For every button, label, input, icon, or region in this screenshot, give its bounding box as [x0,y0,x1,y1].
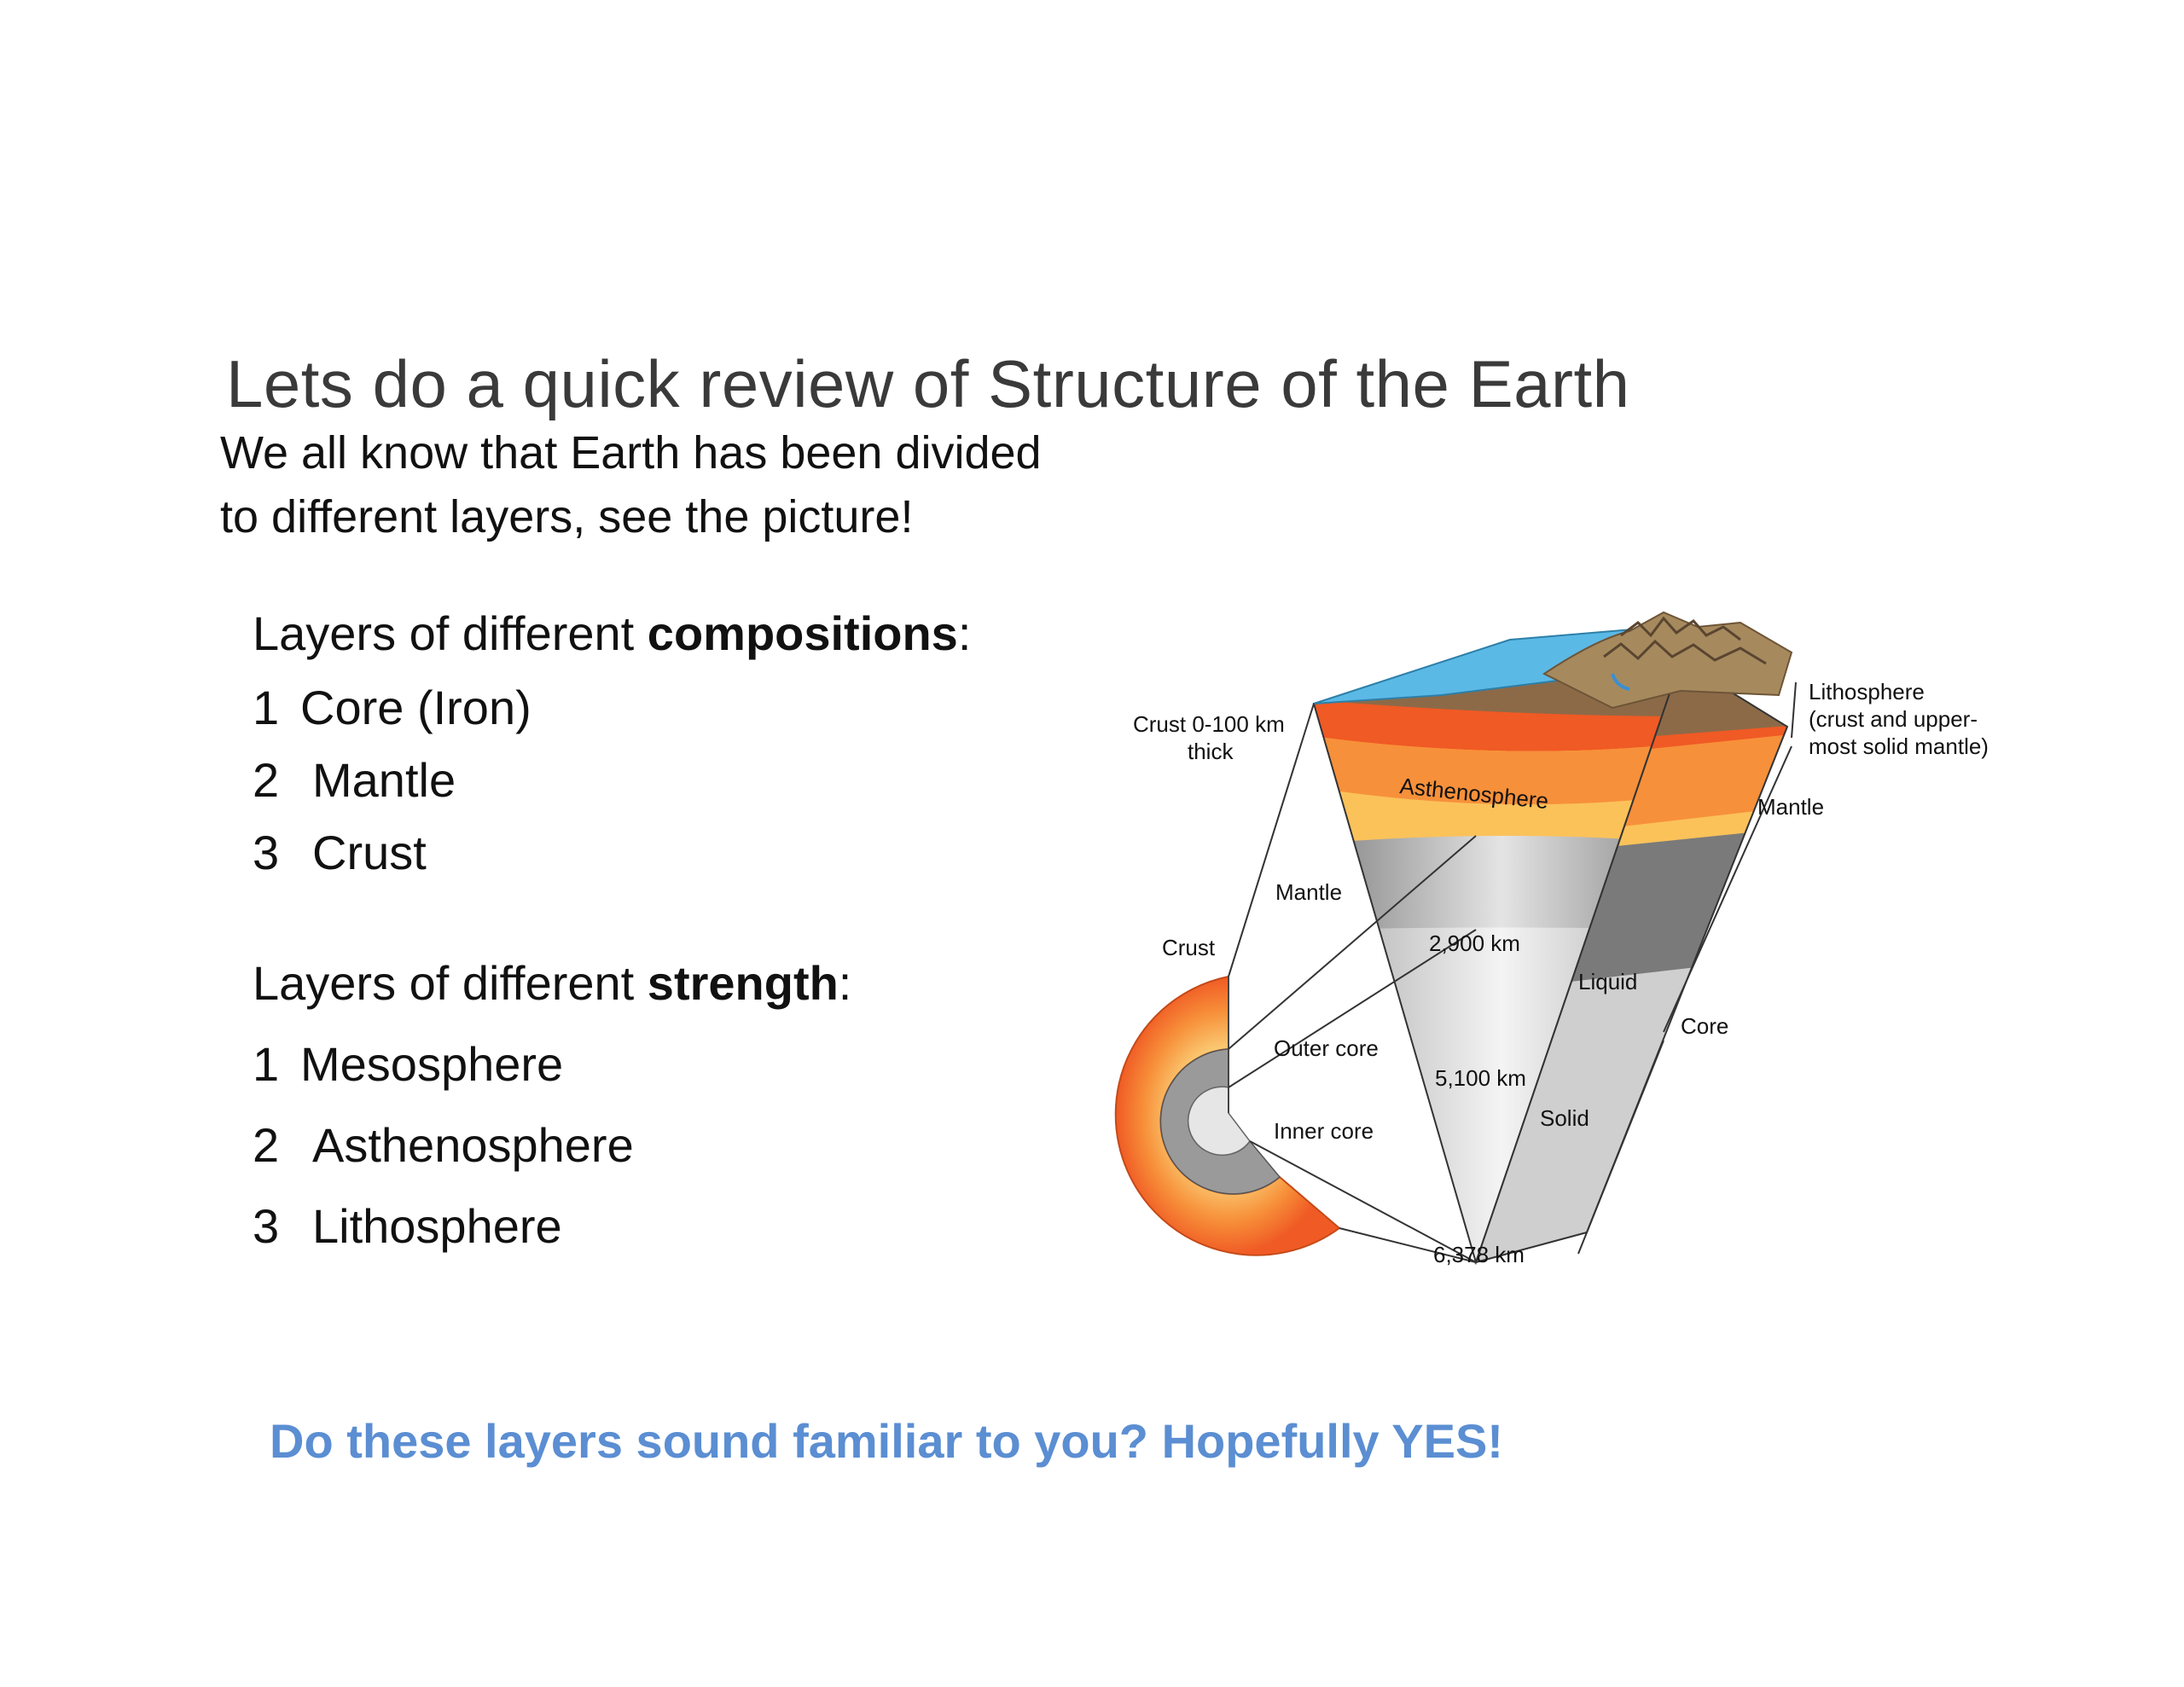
composition-item-label: Mantle [312,753,456,807]
cone-upper-mantle-band [1314,735,1681,805]
strength-heading-bold: strength [647,956,839,1010]
footer-question: Do these layers sound familiar to you? H… [270,1414,1503,1468]
leader-line [1249,1140,1477,1263]
label-solid: Solid [1540,1105,1589,1131]
label-depth-5100: 5,100 km [1435,1065,1526,1091]
composition-item-number: 2 [253,753,280,807]
strength-item: 2 Asthenosphere [253,1117,634,1173]
river [1611,673,1630,691]
half-sphere-group [1114,975,1341,1256]
intro-line-2: to different layers, see the picture! [220,491,914,542]
strength-item-number: 3 [253,1199,280,1253]
label-depth-6378: 6,378 km [1433,1242,1525,1267]
mantle-bracket [1663,745,1792,1033]
leader-line [1228,703,1315,977]
strength-item-label: Mesosphere [300,1037,564,1091]
label-mantle-right: Mantle [1757,794,1824,820]
composition-item: 3 Crust [253,825,427,880]
core-bracket [1577,1040,1664,1255]
compositions-heading-suffix: : [957,606,972,660]
intro-line-1: We all know that Earth has been divided [220,427,1042,478]
compositions-heading-prefix: Layers of different [253,606,648,660]
composition-item-number: 1 [253,681,280,734]
leader-line [1339,1227,1477,1263]
leader-line [1228,929,1477,1088]
strength-item-label: Lithosphere [312,1199,562,1253]
label-liquid: Liquid [1578,969,1637,994]
lithosphere-bracket [1791,681,1797,739]
leader-line [1228,835,1477,1050]
label-crust-thick-2: thick [1188,739,1234,764]
sphere-inner-core [1188,1086,1251,1157]
leader-lines [1228,681,1797,1263]
composition-item-label: Crust [312,826,427,879]
earth-structure-diagram: Crust 0-100 km thick Asthenosphere Litho… [1114,611,1989,1267]
label-lithosphere-1: Lithosphere [1809,679,1925,704]
label-lithosphere-3: most solid mantle) [1809,733,1989,759]
strength-item: 1 Mesosphere [253,1036,563,1092]
compositions-heading: Layers of different compositions: [253,606,971,661]
strength-item-label: Asthenosphere [312,1118,634,1172]
strength-heading-suffix: : [838,956,852,1010]
label-crust-thick-1: Crust 0-100 km [1133,711,1285,737]
strength-heading-prefix: Layers of different [253,956,648,1010]
strength-heading: Layers of different strength: [253,955,851,1011]
land-surface [1542,611,1793,710]
mountain-ridges [1603,616,1767,665]
label-lithosphere-2: (crust and upper- [1809,706,1978,732]
composition-item: 2 Mantle [253,752,456,808]
label-crust-left: Crust [1162,935,1216,960]
label-outer-core: Outer core [1274,1035,1379,1061]
label-inner-core: Inner core [1274,1118,1374,1144]
composition-item-number: 3 [253,826,280,879]
label-mantle-left: Mantle [1275,879,1342,905]
label-depth-2900: 2,900 km [1429,930,1520,956]
strength-item: 3 Lithosphere [253,1198,562,1254]
composition-item: 1 Core (Iron) [253,680,531,735]
compositions-heading-bold: compositions [647,606,958,660]
strength-item-number: 2 [253,1118,280,1172]
label-core: Core [1681,1013,1728,1039]
slide-title: Lets do a quick review of Structure of t… [226,346,1630,421]
strength-item-number: 1 [253,1037,280,1091]
composition-item-label: Core (Iron) [300,681,531,734]
